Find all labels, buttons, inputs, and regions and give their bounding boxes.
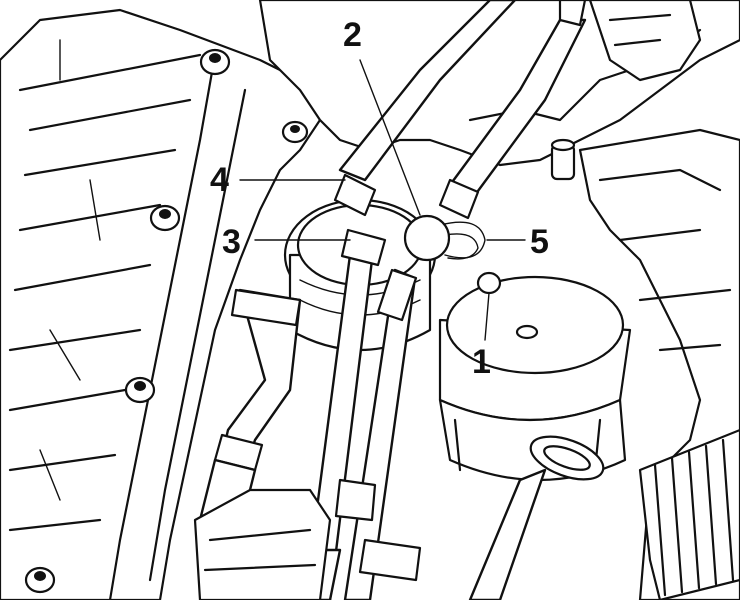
oil-filter-cap bbox=[438, 271, 632, 600]
callout-3: 3 bbox=[222, 223, 241, 261]
bolt-row bbox=[24, 48, 309, 594]
fuel-hoses bbox=[198, 0, 587, 600]
connection-port bbox=[403, 214, 451, 262]
cylinder-head bbox=[0, 8, 322, 600]
callout-2: 2 bbox=[343, 16, 362, 54]
callout-1: 1 bbox=[472, 343, 491, 381]
callout-4: 4 bbox=[210, 161, 229, 199]
callout-5: 5 bbox=[530, 223, 549, 261]
right-housing bbox=[550, 128, 740, 600]
leader-lines bbox=[239, 59, 526, 341]
lower-cover bbox=[193, 488, 332, 600]
hose-clamp bbox=[439, 221, 486, 260]
